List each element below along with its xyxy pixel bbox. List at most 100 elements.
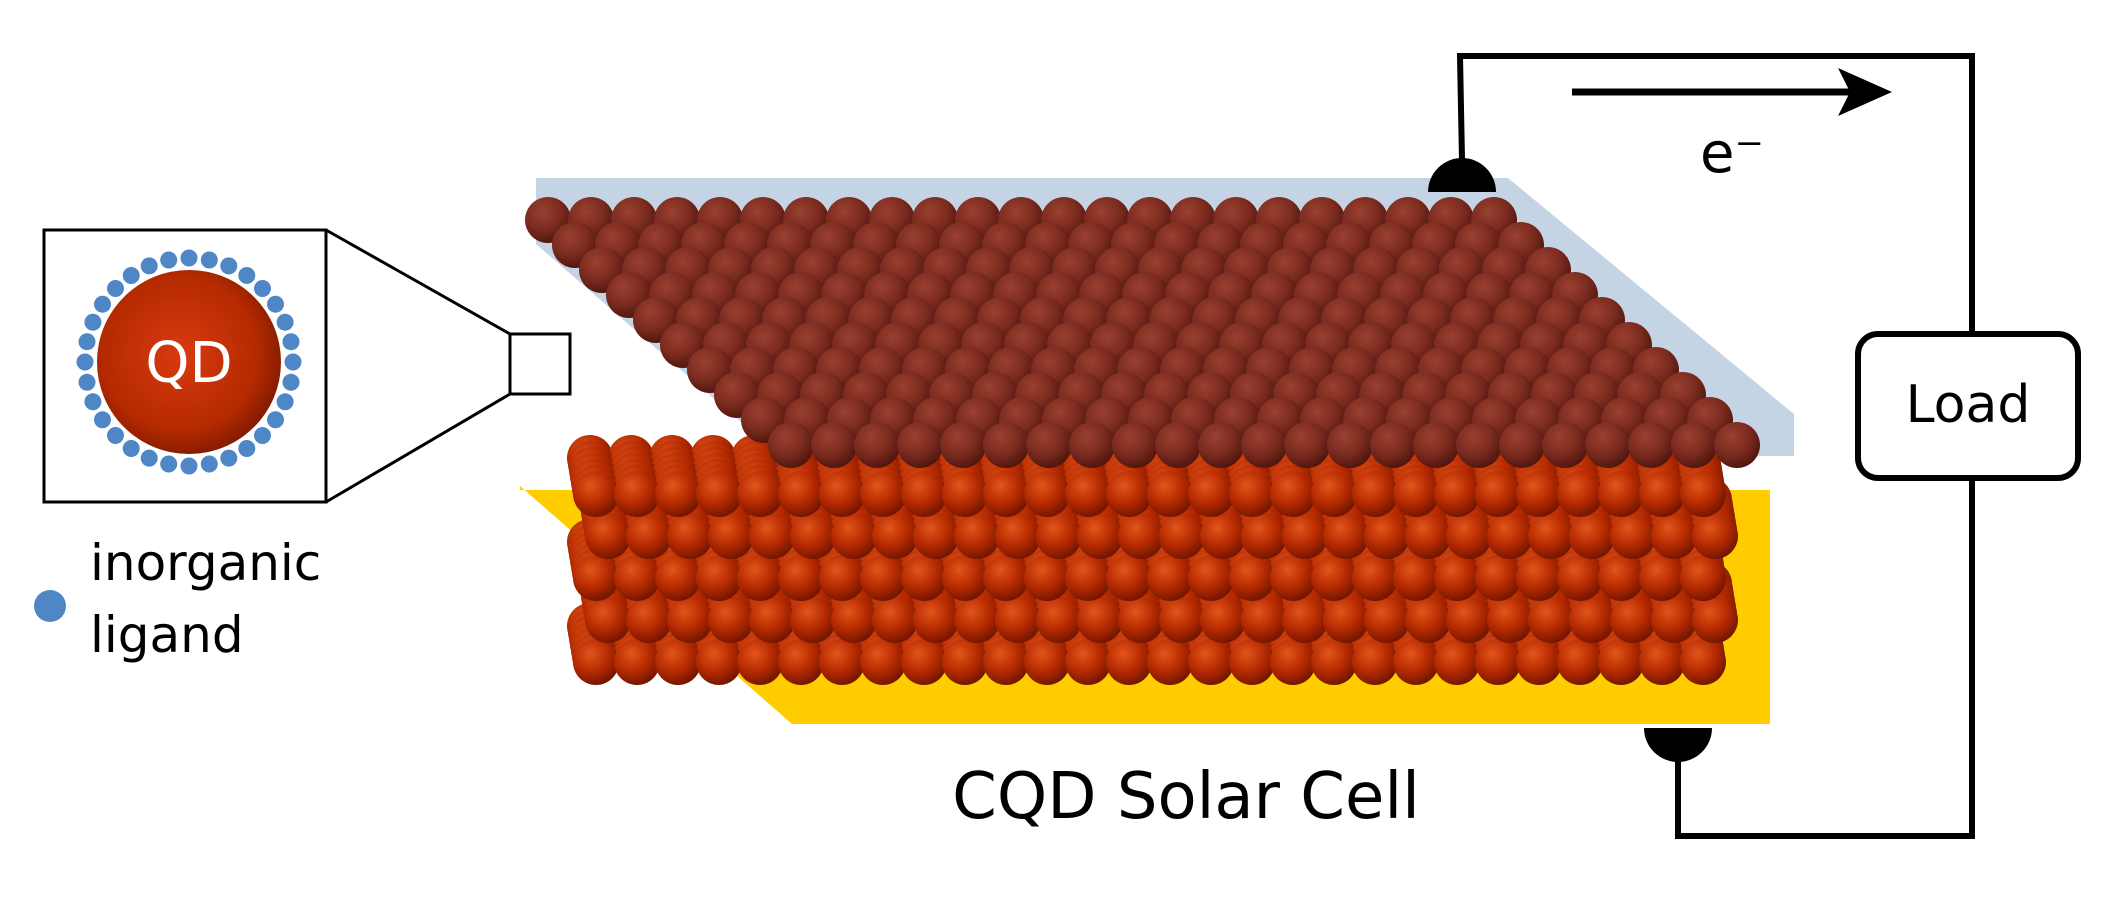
bottom-wire <box>1675 478 1975 839</box>
quantum-dot <box>1270 471 1316 517</box>
quantum-dot <box>1188 555 1234 601</box>
quantum-dot <box>696 639 742 685</box>
quantum-dot <box>1198 422 1244 468</box>
quantum-dot <box>1475 471 1521 517</box>
quantum-dot <box>1077 597 1123 643</box>
quantum-dot <box>626 597 672 643</box>
quantum-dot <box>1352 639 1398 685</box>
quantum-dot <box>1680 471 1726 517</box>
quantum-dot <box>942 639 988 685</box>
quantum-dot <box>1323 597 1369 643</box>
quantum-dot <box>614 555 660 601</box>
quantum-dot <box>1557 639 1603 685</box>
quantum-dot <box>1714 422 1760 468</box>
quantum-dot <box>1036 513 1082 559</box>
quantum-dot <box>1692 513 1738 559</box>
quantum-dot <box>626 513 672 559</box>
quantum-dot <box>1651 513 1697 559</box>
quantum-dot <box>1147 471 1193 517</box>
quantum-dot <box>1639 639 1685 685</box>
quantum-dot <box>983 555 1029 601</box>
quantum-dot <box>1118 597 1164 643</box>
quantum-dot <box>1585 422 1631 468</box>
quantum-dot <box>1528 513 1574 559</box>
quantum-dot <box>614 639 660 685</box>
ligand-dot <box>107 280 124 297</box>
quantum-dot <box>1155 422 1201 468</box>
electron-label: e⁻ <box>1700 121 1764 186</box>
quantum-dot <box>1282 597 1328 643</box>
quantum-dot <box>585 513 631 559</box>
diagram-caption: CQD Solar Cell <box>952 760 1420 834</box>
quantum-dot <box>1393 639 1439 685</box>
quantum-dot <box>897 422 943 468</box>
quantum-dot <box>1405 597 1451 643</box>
ligand-label-line2: ligand <box>90 606 244 664</box>
quantum-dot <box>1036 597 1082 643</box>
quantum-dot <box>749 513 795 559</box>
quantum-dot <box>1516 639 1562 685</box>
external-circuit: Load e⁻ <box>1428 53 2081 839</box>
quantum-dot <box>1200 513 1246 559</box>
ligand-dot <box>140 449 158 467</box>
quantum-dot <box>1065 471 1111 517</box>
quantum-dot <box>1065 639 1111 685</box>
quantum-dot <box>995 597 1041 643</box>
quantum-dot <box>655 471 701 517</box>
quantum-dot <box>1516 555 1562 601</box>
quantum-dot <box>1487 513 1533 559</box>
quantum-dot <box>954 513 1000 559</box>
ligand-dot <box>276 393 294 411</box>
ligand-dot <box>200 455 218 473</box>
quantum-dot <box>1405 513 1451 559</box>
quantum-dot <box>942 555 988 601</box>
quantum-dot <box>768 422 814 468</box>
quantum-dot <box>790 597 836 643</box>
quantum-dot <box>1311 471 1357 517</box>
quantum-dot <box>860 471 906 517</box>
quantum-dot <box>831 513 877 559</box>
ligand-dot <box>180 457 198 475</box>
quantum-dot <box>1598 471 1644 517</box>
quantum-dot <box>573 555 619 601</box>
quantum-dot <box>913 513 959 559</box>
quantum-dot <box>667 513 713 559</box>
ligand-dot <box>107 427 124 444</box>
quantum-dot <box>1557 471 1603 517</box>
quantum-dot <box>790 513 836 559</box>
quantum-dot <box>1241 513 1287 559</box>
ligand-dot <box>254 427 271 444</box>
quantum-dot <box>1446 513 1492 559</box>
zoom-source-box <box>508 332 572 396</box>
quantum-dot <box>1106 639 1152 685</box>
quantum-dot <box>1311 639 1357 685</box>
quantum-dot <box>942 471 988 517</box>
quantum-dot <box>1188 471 1234 517</box>
quantum-dot <box>1610 597 1656 643</box>
quantum-dot <box>1370 422 1416 468</box>
quantum-dot <box>1499 422 1545 468</box>
top-contact <box>1428 158 1496 192</box>
ligand-label-line1: inorganic <box>90 534 321 592</box>
quantum-dot <box>1024 471 1070 517</box>
ligand-dot <box>267 295 284 313</box>
ligand-dot <box>220 257 238 275</box>
quantum-dot <box>1692 597 1738 643</box>
quantum-dot <box>1393 555 1439 601</box>
quantum-dot <box>1069 422 1115 468</box>
quantum-dot <box>1270 555 1316 601</box>
quantum-dot <box>1598 639 1644 685</box>
quantum-dot <box>860 639 906 685</box>
quantum-dot <box>1241 597 1287 643</box>
quantum-dot <box>573 471 619 517</box>
quantum-dot <box>983 471 1029 517</box>
quantum-dot-core <box>97 270 281 454</box>
quantum-dot <box>1147 555 1193 601</box>
ligand-dot <box>160 455 178 473</box>
quantum-dot <box>708 513 754 559</box>
ligand-shell <box>76 249 302 475</box>
quantum-dot <box>1065 555 1111 601</box>
quantum-dot <box>1671 422 1717 468</box>
quantum-dot <box>737 471 783 517</box>
quantum-dot <box>1159 513 1205 559</box>
